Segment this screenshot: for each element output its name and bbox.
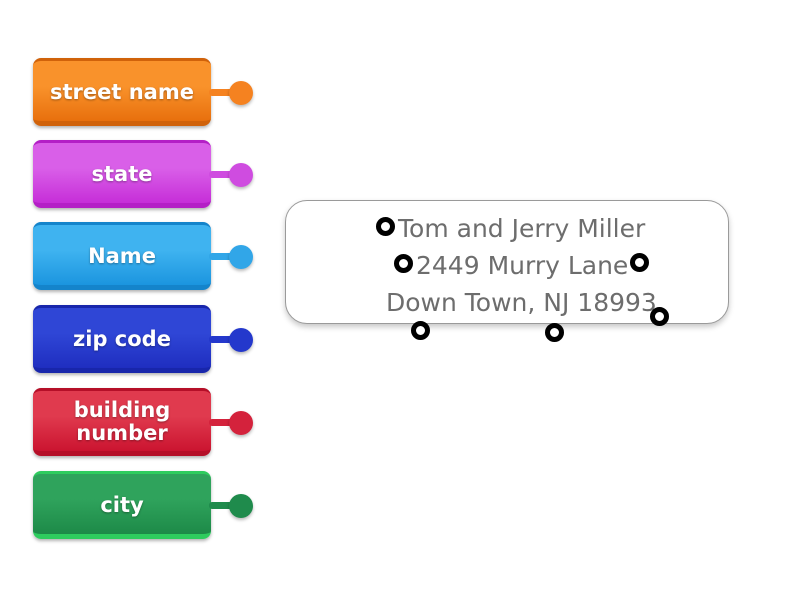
connector-knob-city[interactable] [229,494,253,518]
chip-label-text: building number [73,398,171,445]
connector-knob-name[interactable] [229,245,253,269]
chip-label-text: state [91,161,153,186]
label-chip-city[interactable]: city [33,471,253,539]
connector-knob-street-name[interactable] [229,81,253,105]
chip-surface [33,222,211,290]
chip-surface [33,471,211,539]
connector-knob-zip-code[interactable] [229,328,253,352]
address-line-city-state-zip: Down Town, NJ 18993 [386,288,657,317]
drop-target-zip-code[interactable] [650,307,669,326]
label-chip-building-number[interactable]: building number [33,388,253,456]
chip-label-text: zip code [73,326,171,351]
chip-surface [33,388,211,456]
drop-target-building-number[interactable] [394,254,413,273]
connector-stem-zip-code [209,336,235,343]
chip-surface [33,140,211,208]
chip-surface [33,305,211,373]
address-line-name: Tom and Jerry Miller [398,214,646,243]
label-chip-zip-code[interactable]: zip code [33,305,253,373]
label-chip-state[interactable]: state [33,140,253,208]
label-chip-street-name[interactable]: street name [33,58,253,126]
connector-stem-name [209,253,235,260]
chip-label-text: Name [88,243,156,268]
drop-target-state[interactable] [545,323,564,342]
drop-target-name[interactable] [376,217,395,236]
address-line-street: 2449 Murry Lane [416,251,629,280]
label-chip-name[interactable]: Name [33,222,253,290]
connector-stem-city [209,502,235,509]
drop-target-street-name[interactable] [630,253,649,272]
chip-label-text: street name [50,79,194,104]
connector-knob-building-number[interactable] [229,411,253,435]
chip-surface [33,58,211,126]
connector-knob-state[interactable] [229,163,253,187]
connector-stem-state [209,171,235,178]
chip-label-text: city [100,492,144,517]
connector-stem-building-number [209,419,235,426]
connector-stem-street-name [209,89,235,96]
address-card: Tom and Jerry Miller 2449 Murry Lane Dow… [285,200,729,324]
drop-target-city[interactable] [411,321,430,340]
